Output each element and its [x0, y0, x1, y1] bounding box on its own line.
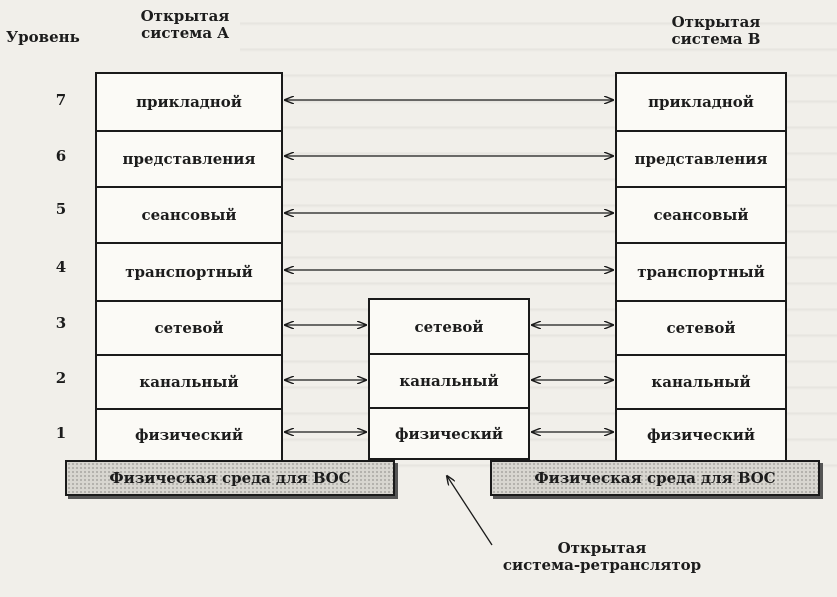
relay-layer-network: сетевой: [370, 300, 528, 355]
level-6: 6: [55, 147, 67, 165]
relay-layer-physical: физический: [394, 424, 504, 443]
relay-layer-datalink: канальный: [370, 355, 528, 409]
level-3: 3: [55, 314, 67, 332]
system-a-header-line1: Открытая: [140, 7, 230, 25]
level-1: 1: [55, 424, 67, 442]
level-header: Уровень: [6, 28, 80, 46]
physical-medium-right: Физическая среда для ВОС: [490, 460, 820, 496]
system-a-layer-session: сеансовый: [97, 188, 281, 244]
relay-stack: сетевой канальный физический: [368, 298, 530, 460]
system-b-layer-datalink: канальный: [617, 356, 785, 410]
system-a-layer-physical: физический: [134, 426, 244, 444]
system-b-layer-session: сеансовый: [617, 188, 785, 244]
system-b-header-line2: система B: [671, 30, 761, 48]
physical-medium-left: Физическая среда для ВОС: [65, 460, 395, 496]
system-a-layer-network: сетевой: [97, 302, 281, 356]
level-5: 5: [55, 200, 67, 218]
system-b-layer-presentation: представления: [617, 132, 785, 188]
level-7: 7: [55, 91, 67, 109]
system-a-layer-application: прикладной: [97, 74, 281, 132]
system-b-layer-network: сетевой: [617, 302, 785, 356]
relay-header-line1: Открытая: [557, 539, 647, 557]
system-b-layer-physical: физический: [646, 426, 756, 444]
system-a-layer-datalink: канальный: [97, 356, 281, 410]
level-4: 4: [55, 258, 67, 276]
system-b-layer-application: прикладной: [617, 74, 785, 132]
relay-header-line2: система-ретранслятор: [502, 556, 702, 574]
arrow-relay-pointer: [447, 476, 493, 546]
system-b-header: Открытая система B: [656, 14, 776, 48]
system-a-layer-presentation: представления: [97, 132, 281, 188]
system-b-header-line1: Открытая: [671, 13, 761, 31]
level-2: 2: [55, 369, 67, 387]
system-a-header: Открытая система A: [130, 8, 240, 42]
system-a-header-line2: система A: [141, 24, 229, 42]
system-b-layer-transport: транспортный: [617, 244, 785, 302]
system-a-layer-transport: транспортный: [97, 244, 281, 302]
relay-header: Открытая система-ретранслятор: [482, 540, 722, 574]
system-b-stack: прикладной представления сеансовый транс…: [615, 72, 787, 462]
